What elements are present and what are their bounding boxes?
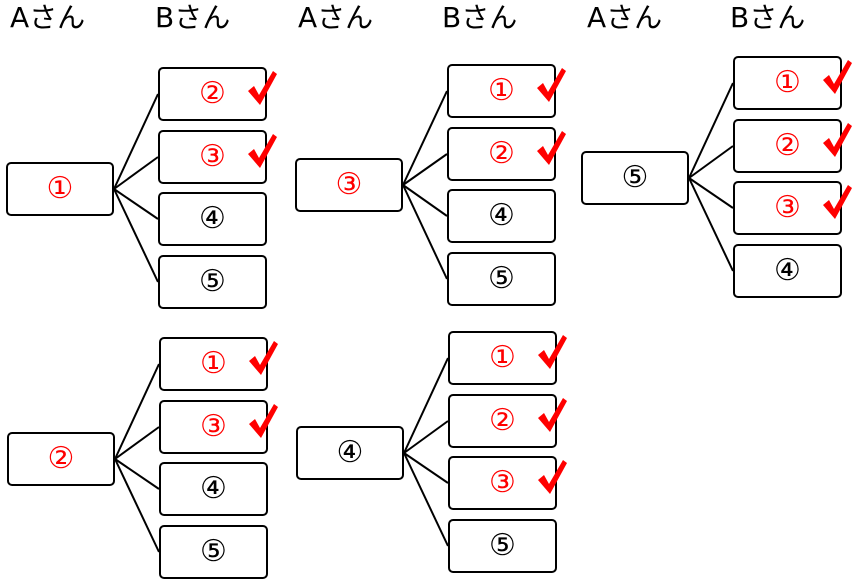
tree-5-branch-line xyxy=(403,452,449,547)
tree-5-child-node-label: ⑤ xyxy=(489,528,516,563)
header-a-2: Aさん xyxy=(298,1,374,34)
tree-5-child-node-label: ① xyxy=(489,340,516,375)
tree-5-child-node-label: ② xyxy=(489,403,516,438)
tree-4-child-node: ③ xyxy=(159,400,268,454)
tree-1-branch-line xyxy=(113,188,159,283)
tree-1-child-node: ⑤ xyxy=(158,255,267,309)
tree-2-child-node-label: ⑤ xyxy=(488,261,515,296)
tree-1-child-node-label: ⑤ xyxy=(199,264,226,299)
header-b-3: Bさん xyxy=(730,1,806,34)
tree-3-child-node: ④ xyxy=(733,244,842,298)
tree-5-branch-line xyxy=(403,452,449,484)
tree-3-child-node-label: ① xyxy=(774,65,801,100)
tree-5-child-node: ⑤ xyxy=(448,519,557,573)
check-mark-icon xyxy=(538,398,567,432)
tree-4-child-node-label: ① xyxy=(200,346,227,381)
tree-1-child-node-label: ③ xyxy=(199,139,226,174)
tree-2-branch-line xyxy=(402,184,448,280)
tree-1-child-node: ④ xyxy=(158,192,267,246)
tree-4-child-node-label: ④ xyxy=(200,471,227,506)
tree-4-root-node-label: ② xyxy=(47,441,75,476)
tree-1-child-node: ③ xyxy=(158,130,267,184)
tree-5-root-node-label: ④ xyxy=(336,435,364,470)
tree-1-root-node-label: ① xyxy=(46,171,74,206)
tree-3-branch-line xyxy=(688,82,734,179)
check-mark-icon xyxy=(537,68,566,102)
check-mark-icon xyxy=(538,460,567,494)
tree-4-child-node: ⑤ xyxy=(159,525,268,579)
tree-3-branch-line xyxy=(688,177,734,209)
tree-2-root-node-label: ③ xyxy=(335,167,363,202)
tree-2-child-node-label: ④ xyxy=(488,198,515,233)
tree-1-child-node-label: ④ xyxy=(199,201,226,236)
check-mark-icon xyxy=(823,60,852,94)
tree-5-branch-line xyxy=(403,357,449,454)
tree-3-child-node: ① xyxy=(733,56,842,110)
tree-2-child-node: ② xyxy=(447,127,556,181)
tree-2-child-node: ⑤ xyxy=(447,252,556,306)
tree-4-child-node: ① xyxy=(159,337,268,391)
tree-4-child-node: ④ xyxy=(159,462,268,516)
header-a-3: Aさん xyxy=(587,1,663,34)
check-mark-icon xyxy=(823,185,852,219)
tree-5-branch-line xyxy=(403,420,449,454)
tree-5-child-node: ① xyxy=(448,331,557,385)
tree-1-branch-line xyxy=(113,188,159,220)
header-b-2: Bさん xyxy=(442,1,518,34)
tree-2-branch-line xyxy=(402,184,448,217)
tree-2-root-node: ③ xyxy=(295,158,403,212)
tree-2-child-node: ④ xyxy=(447,189,556,243)
tree-2-branch-line xyxy=(402,153,448,186)
check-mark-icon xyxy=(538,335,567,369)
check-mark-icon xyxy=(823,123,852,157)
tree-2-child-node-label: ② xyxy=(488,136,515,171)
tree-5-child-node: ③ xyxy=(448,456,557,510)
tree-4-child-node-label: ⑤ xyxy=(200,534,227,569)
tree-3-child-node-label: ② xyxy=(774,128,801,163)
tree-4-child-node-label: ③ xyxy=(200,409,227,444)
tree-3-branch-line xyxy=(688,145,734,179)
tree-3-child-node-label: ④ xyxy=(774,253,801,288)
check-mark-icon xyxy=(537,131,566,165)
tree-4-branch-line xyxy=(114,458,160,553)
tree-1-child-node: ② xyxy=(158,67,267,121)
tree-2-child-node-label: ① xyxy=(488,73,515,108)
tree-5-root-node: ④ xyxy=(296,426,404,480)
tree-3-root-node: ⑤ xyxy=(581,151,689,205)
tree-5-child-node-label: ③ xyxy=(489,465,516,500)
tree-2-branch-line xyxy=(402,90,448,186)
tree-3-child-node-label: ③ xyxy=(774,190,801,225)
check-mark-icon xyxy=(248,71,277,105)
tree-5-child-node: ② xyxy=(448,394,557,448)
check-mark-icon xyxy=(248,134,277,168)
tree-1-root-node: ① xyxy=(6,162,114,216)
tree-3-branch-line xyxy=(688,177,734,272)
tree-1-branch-line xyxy=(113,156,159,190)
check-mark-icon xyxy=(249,404,278,438)
tree-3-root-node-label: ⑤ xyxy=(621,160,649,195)
header-b-1: Bさん xyxy=(155,1,231,34)
header-a-1: Aさん xyxy=(10,1,86,34)
tree-2-child-node: ① xyxy=(447,64,556,118)
tree-4-root-node: ② xyxy=(7,432,115,486)
tree-3-child-node: ③ xyxy=(733,181,842,235)
tree-4-branch-line xyxy=(114,458,160,490)
tree-1-branch-line xyxy=(113,93,159,190)
tree-1-child-node-label: ② xyxy=(199,76,226,111)
check-mark-icon xyxy=(249,341,278,375)
tree-4-branch-line xyxy=(114,363,160,460)
tree-4-branch-line xyxy=(114,426,160,460)
